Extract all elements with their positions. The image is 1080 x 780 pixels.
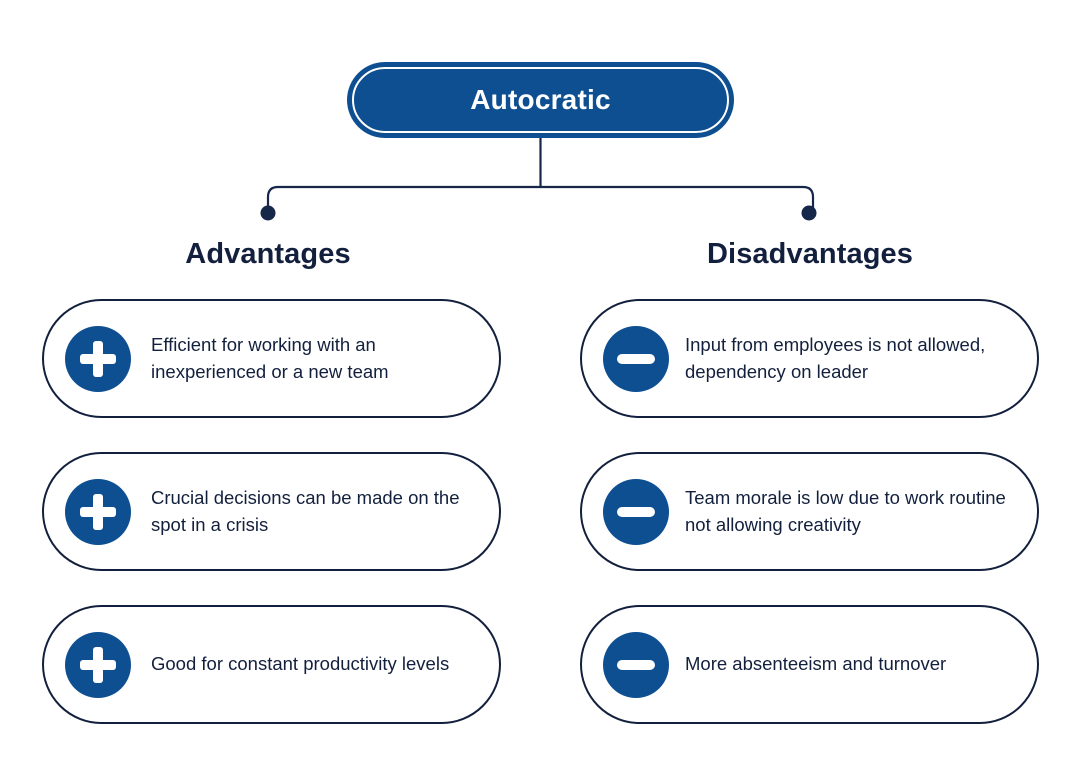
connector-dot-right <box>801 205 817 221</box>
disadvantage-card-2-text: Team morale is low due to work routine n… <box>685 487 1006 535</box>
minus-icon <box>603 478 669 545</box>
disadvantage-card-3-text: More absenteeism and turnover <box>685 653 947 675</box>
disadvantage-card-1-text: Input from employees is not allowed, dep… <box>685 334 986 382</box>
connector-bracket <box>266 185 815 215</box>
advantage-card-2-text: Crucial decisions can be made on the spo… <box>151 487 460 535</box>
advantage-card-3[interactable]: Good for constant productivity levels <box>42 605 501 724</box>
advantage-card-3-text: Good for constant productivity levels <box>151 653 450 675</box>
root-node-label: Autocratic <box>470 84 611 115</box>
advantage-card-1[interactable]: Efficient for working with an inexperien… <box>42 299 501 418</box>
connector-dot-left <box>260 205 276 221</box>
plus-icon <box>65 478 131 545</box>
advantage-card-2[interactable]: Crucial decisions can be made on the spo… <box>42 452 501 571</box>
disadvantage-card-3[interactable]: More absenteeism and turnover <box>580 605 1039 724</box>
plus-icon <box>65 325 131 392</box>
disadvantage-card-1[interactable]: Input from employees is not allowed, dep… <box>580 299 1039 418</box>
minus-icon <box>603 631 669 698</box>
advantage-card-1-text: Efficient for working with an inexperien… <box>151 334 389 382</box>
minus-icon <box>603 325 669 392</box>
root-node-autocratic[interactable]: Autocratic <box>347 62 734 138</box>
plus-icon <box>65 631 131 698</box>
column-heading-disadvantages: Disadvantages <box>707 238 913 270</box>
disadvantage-card-2[interactable]: Team morale is low due to work routine n… <box>580 452 1039 571</box>
column-heading-advantages: Advantages <box>185 238 351 270</box>
